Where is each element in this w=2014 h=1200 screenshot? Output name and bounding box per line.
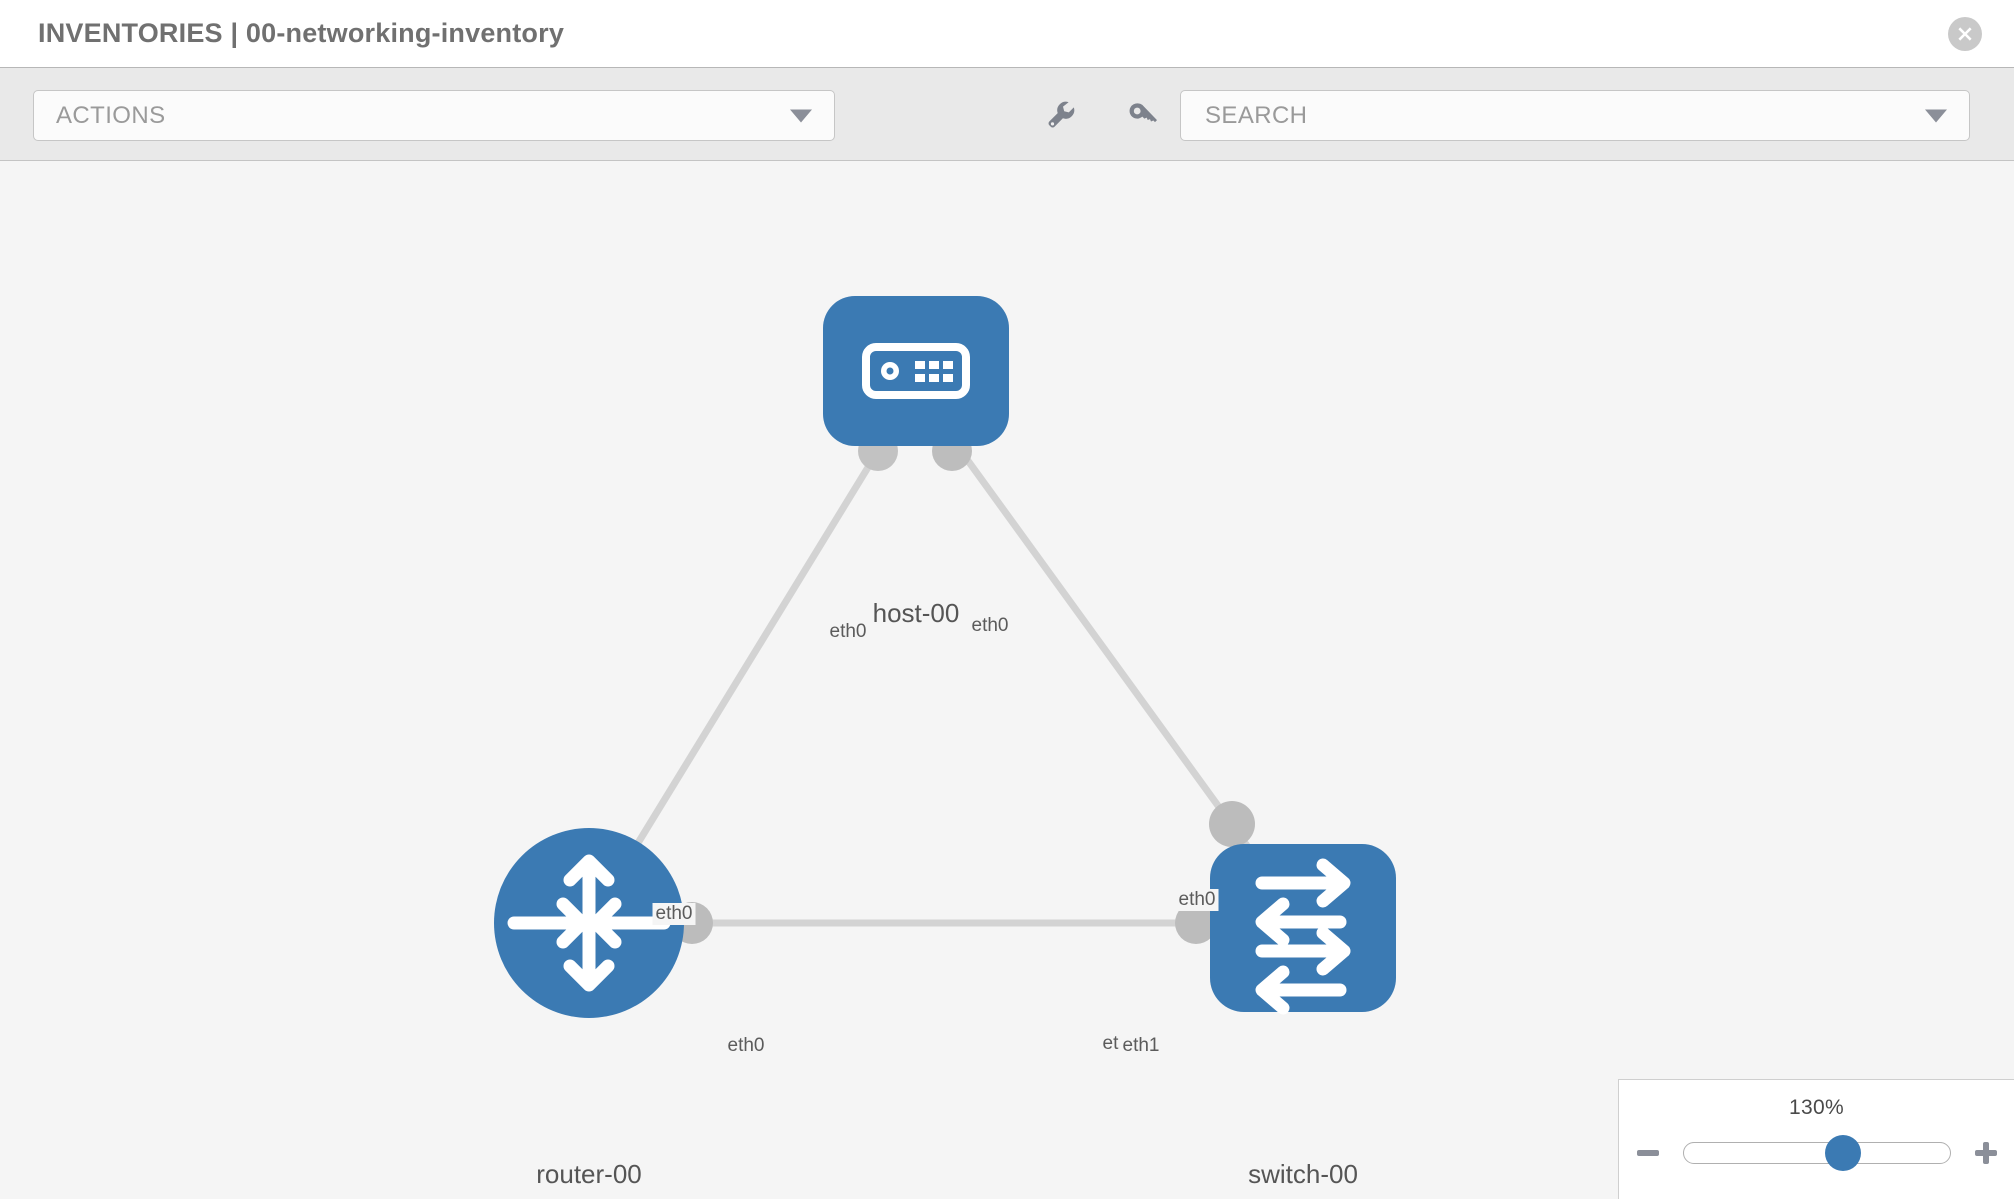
toolbar: ACTIONS	[0, 68, 2014, 161]
zoom-slider-track[interactable]	[1682, 1135, 1951, 1171]
node-label-host-00: host-00	[869, 598, 963, 629]
node-label-router-00: router-00	[533, 1159, 645, 1190]
iface-label: eth0	[1175, 889, 1219, 911]
iface-label: eth1	[1119, 1035, 1163, 1057]
close-icon[interactable]	[1948, 16, 1982, 51]
search-field[interactable]	[1180, 90, 1970, 141]
link-connectors	[671, 431, 1255, 944]
topology-graph	[494, 296, 1396, 1018]
node-switch-00[interactable]	[1210, 844, 1396, 1015]
iface-label: eth0	[826, 621, 870, 643]
toolbar-icon-group	[1040, 68, 1162, 160]
zoom-slider-row	[1619, 1135, 2014, 1171]
iface-label: eth0	[724, 1035, 768, 1057]
zoom-percent-label: 130%	[1789, 1096, 1844, 1119]
actions-dropdown[interactable]: ACTIONS	[33, 90, 835, 141]
node-label-switch-00: switch-00	[1245, 1159, 1361, 1190]
search-input[interactable]	[1203, 100, 1969, 131]
chevron-down-icon	[790, 109, 812, 122]
wrench-icon[interactable]	[1040, 94, 1080, 134]
key-icon[interactable]	[1122, 94, 1162, 134]
actions-dropdown-label: ACTIONS	[56, 101, 166, 129]
zoom-slider-thumb[interactable]	[1825, 1135, 1862, 1171]
page-header: INVENTORIES | 00-networking-inventory	[0, 0, 2014, 68]
iface-label: eth0	[968, 615, 1012, 637]
iface-label: eth0	[652, 903, 696, 925]
link-host-router	[586, 387, 919, 925]
switch-arrows-icon	[1255, 858, 1351, 1015]
connector-switch-top	[1209, 801, 1255, 847]
node-host-00[interactable]	[823, 296, 1009, 446]
page-title: INVENTORIES | 00-networking-inventory	[38, 18, 565, 48]
search-chevron-down-icon[interactable]	[1925, 109, 1947, 122]
zoom-control: 130%	[1618, 1079, 2014, 1199]
connector-switch-left	[1175, 902, 1217, 944]
minus-icon[interactable]	[1631, 1136, 1665, 1170]
plus-icon[interactable]	[1969, 1136, 2003, 1170]
topology-canvas[interactable]: eth0 eth0 eth0 eth0 eth0 eth0 eth1 host-…	[0, 161, 2014, 1199]
server-icon	[862, 343, 970, 399]
node-router-00[interactable]	[494, 828, 684, 1018]
